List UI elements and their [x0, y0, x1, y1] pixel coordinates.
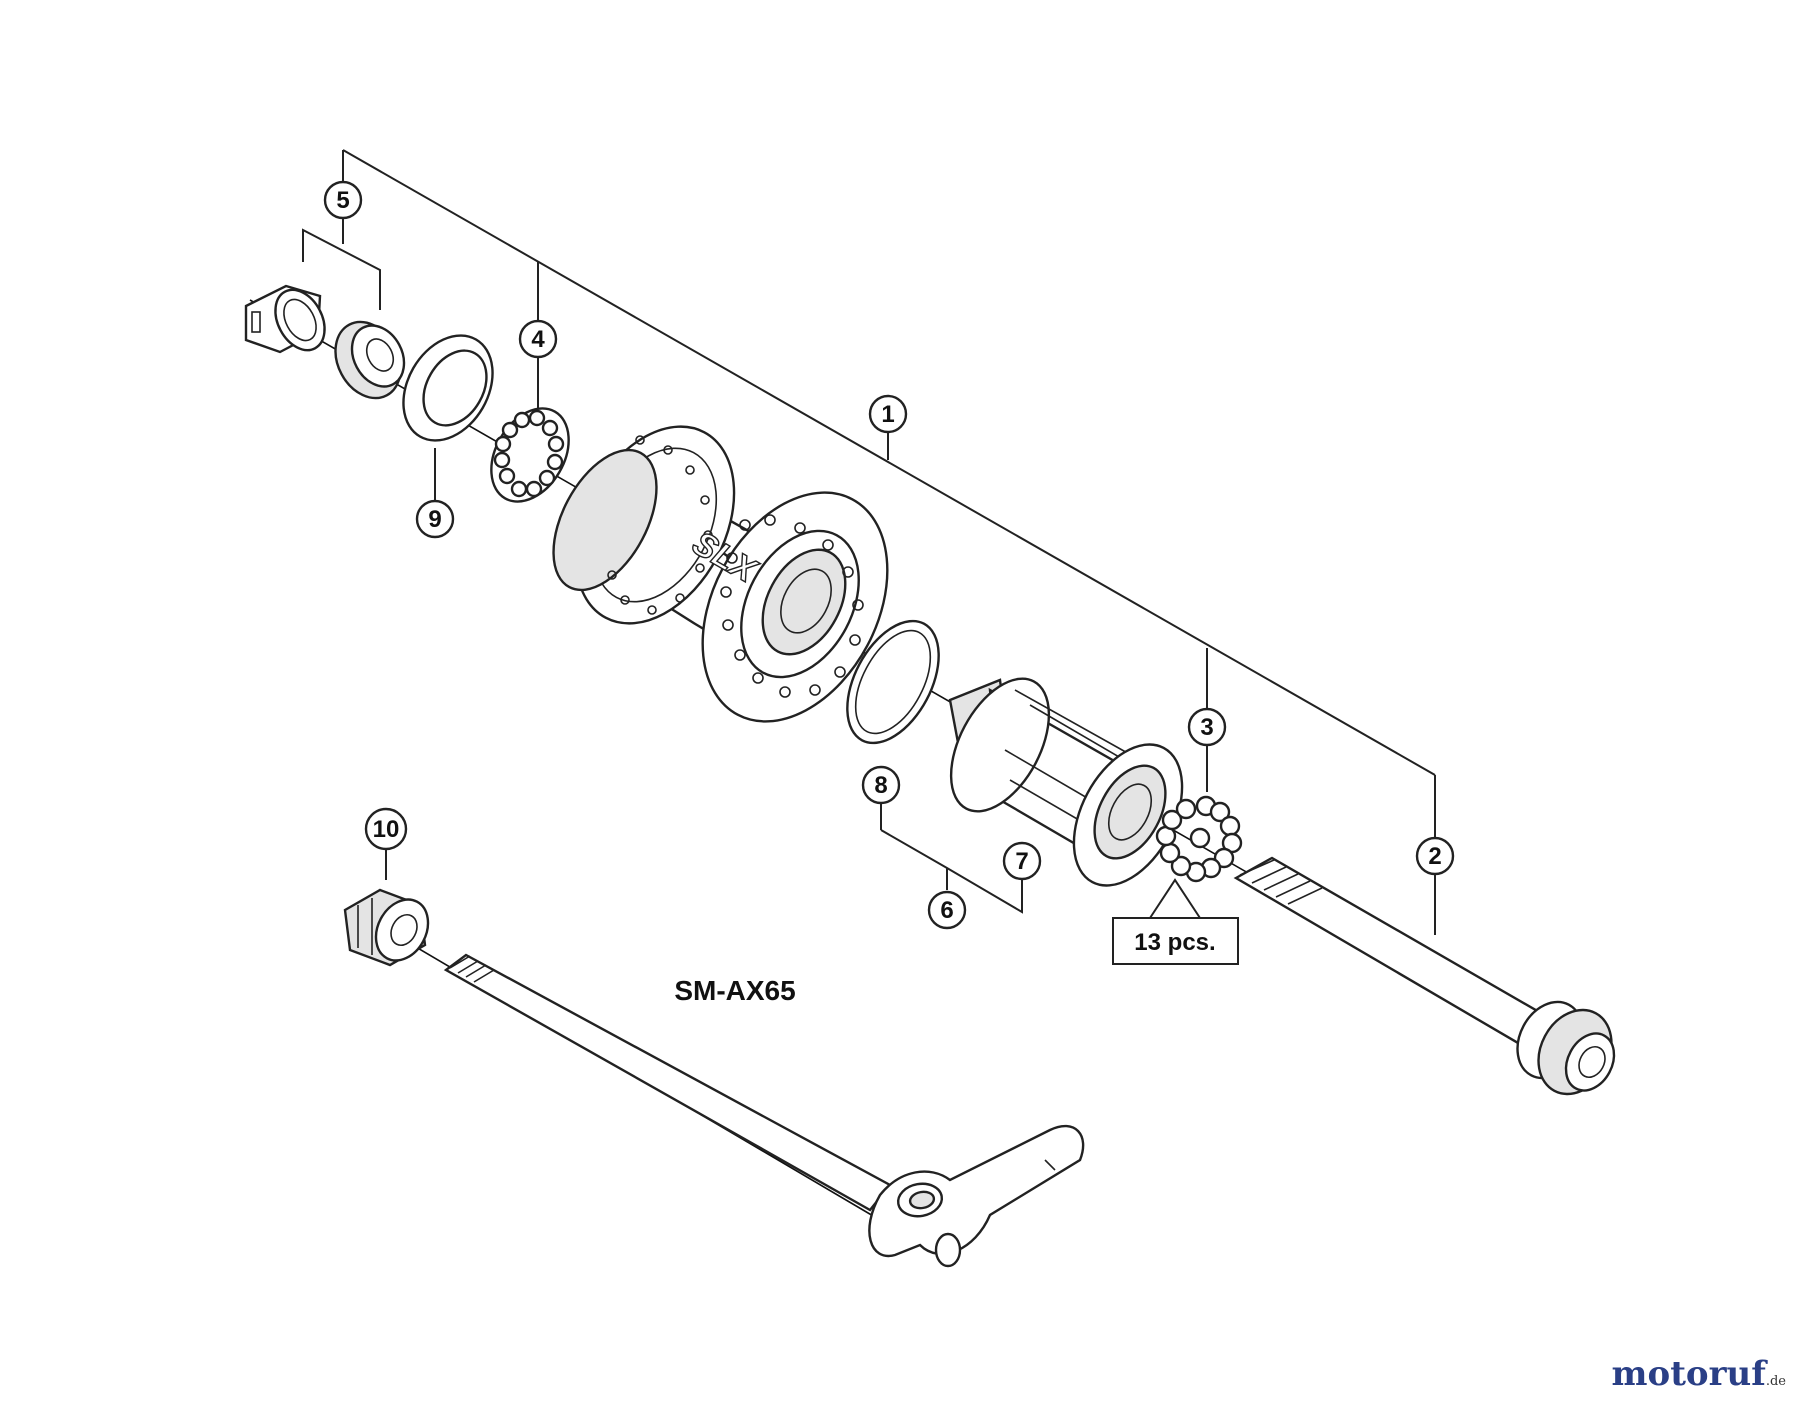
bracket-lines	[302, 149, 1436, 935]
svg-text:10: 10	[373, 816, 400, 843]
loose-balls	[1155, 795, 1243, 883]
thru-axle-skewer	[443, 953, 1085, 1268]
spacer-ring	[846, 619, 940, 745]
svg-text:7: 7	[1015, 848, 1028, 875]
svg-text:8: 8	[874, 772, 887, 799]
model-label: SM-AX65	[674, 975, 795, 1006]
callout-7: 7	[1002, 841, 1042, 881]
hub-body: SLX	[552, 425, 889, 723]
svg-text:6: 6	[940, 897, 953, 924]
callout-8: 8	[861, 765, 901, 805]
svg-text:2: 2	[1428, 843, 1441, 870]
callout-9: 9	[415, 499, 455, 539]
svg-text:1: 1	[881, 401, 894, 428]
callout-4: 4	[518, 319, 558, 359]
bearing-balls	[490, 407, 570, 503]
callout-3: 3	[1187, 707, 1227, 747]
svg-text:13 pcs.: 13 pcs.	[1134, 929, 1215, 956]
quantity-label: 13 pcs.	[1112, 917, 1239, 965]
callout-2: 2	[1415, 836, 1455, 876]
watermark-logo: motoruf.de	[1611, 1354, 1786, 1394]
lock-nut	[334, 320, 406, 400]
svg-text:5: 5	[336, 187, 349, 214]
dust-seal	[402, 334, 494, 442]
callout-5: 5	[323, 180, 363, 220]
callout-10: 10	[364, 807, 408, 851]
callout-6: 6	[927, 890, 967, 930]
hub-axle	[1233, 856, 1616, 1096]
callout-1: 1	[868, 394, 908, 434]
svg-text:4: 4	[531, 326, 545, 353]
end-cap-sleeve	[244, 284, 326, 354]
svg-text:3: 3	[1200, 714, 1213, 741]
threaded-nut	[343, 888, 430, 967]
freehub-body	[948, 677, 1184, 887]
svg-text:9: 9	[428, 506, 441, 533]
